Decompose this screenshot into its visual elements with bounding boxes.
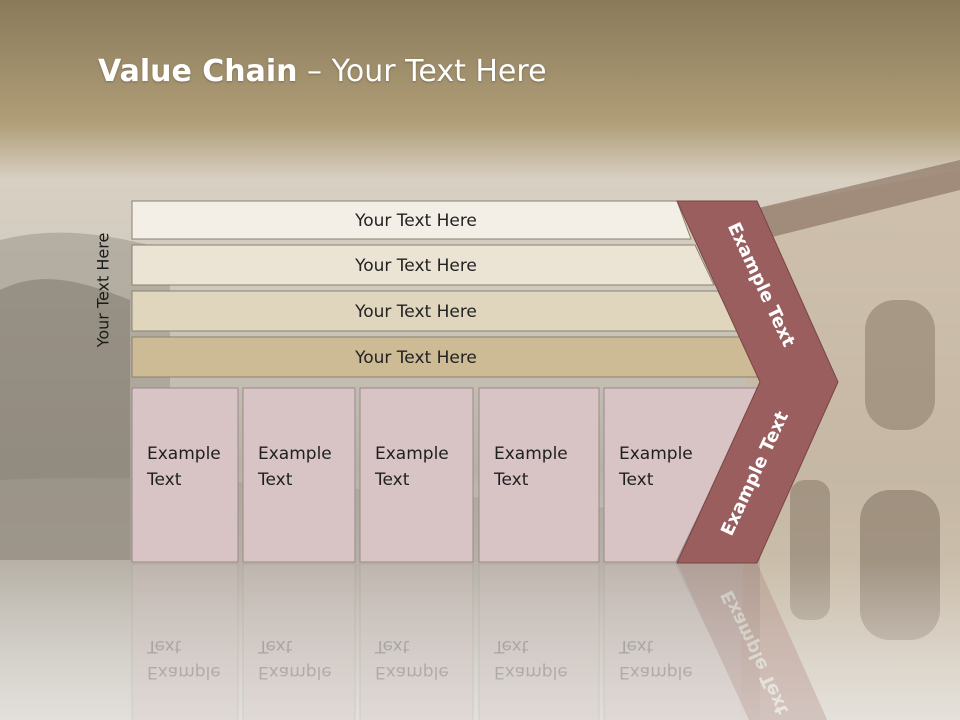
title-rest: – Your Text Here: [297, 54, 547, 89]
reflection-text-line2: Text: [618, 636, 654, 656]
activity-box: [359, 387, 474, 563]
box-text-line1: Example: [494, 444, 568, 464]
row-label: Your Text Here: [354, 348, 477, 368]
box-text-line2: Text: [257, 470, 293, 490]
activity-box-reflection: [242, 563, 356, 720]
reflection-text-line1: Example: [147, 662, 221, 682]
row-label: Your Text Here: [354, 211, 477, 231]
reflection-text-line2: Text: [146, 636, 182, 656]
reflection-text-line2: Text: [493, 636, 529, 656]
row-bar: [131, 200, 692, 240]
box-text-line1: Example: [375, 444, 449, 464]
reflection-text-line2: Text: [257, 636, 293, 656]
reflection-text-line1: Example: [375, 662, 449, 682]
reflection-text-line1: Example: [619, 662, 693, 682]
box-text-line1: Example: [619, 444, 693, 464]
row-label: Your Text Here: [354, 302, 477, 322]
slide-title: Value Chain – Your Text Here: [98, 54, 547, 89]
reflection-text-line1: Example: [258, 662, 332, 682]
box-text-line2: Text: [493, 470, 529, 490]
box-text-line2: Text: [374, 470, 410, 490]
reflection-text-line1: Example: [494, 662, 568, 682]
box-text-line1: Example: [147, 444, 221, 464]
title-bold: Value Chain: [98, 54, 298, 89]
activity-box: [242, 387, 356, 563]
row-label: Your Text Here: [354, 256, 477, 276]
activity-box: [603, 387, 761, 563]
row-bar: [131, 244, 715, 286]
reflection-text-line2: Text: [374, 636, 410, 656]
activity-box-reflection: [131, 563, 239, 720]
activity-box: [478, 387, 600, 563]
activity-box: [131, 387, 239, 563]
box-text-line2: Text: [618, 470, 654, 490]
reflection-chevron: [677, 563, 828, 720]
activity-box-reflection: [603, 563, 752, 720]
activity-box-reflection: [478, 563, 600, 720]
activity-box-reflection: [359, 563, 474, 720]
box-text-line2: Text: [146, 470, 182, 490]
box-text-line1: Example: [258, 444, 332, 464]
chevron-shape: [676, 200, 839, 564]
